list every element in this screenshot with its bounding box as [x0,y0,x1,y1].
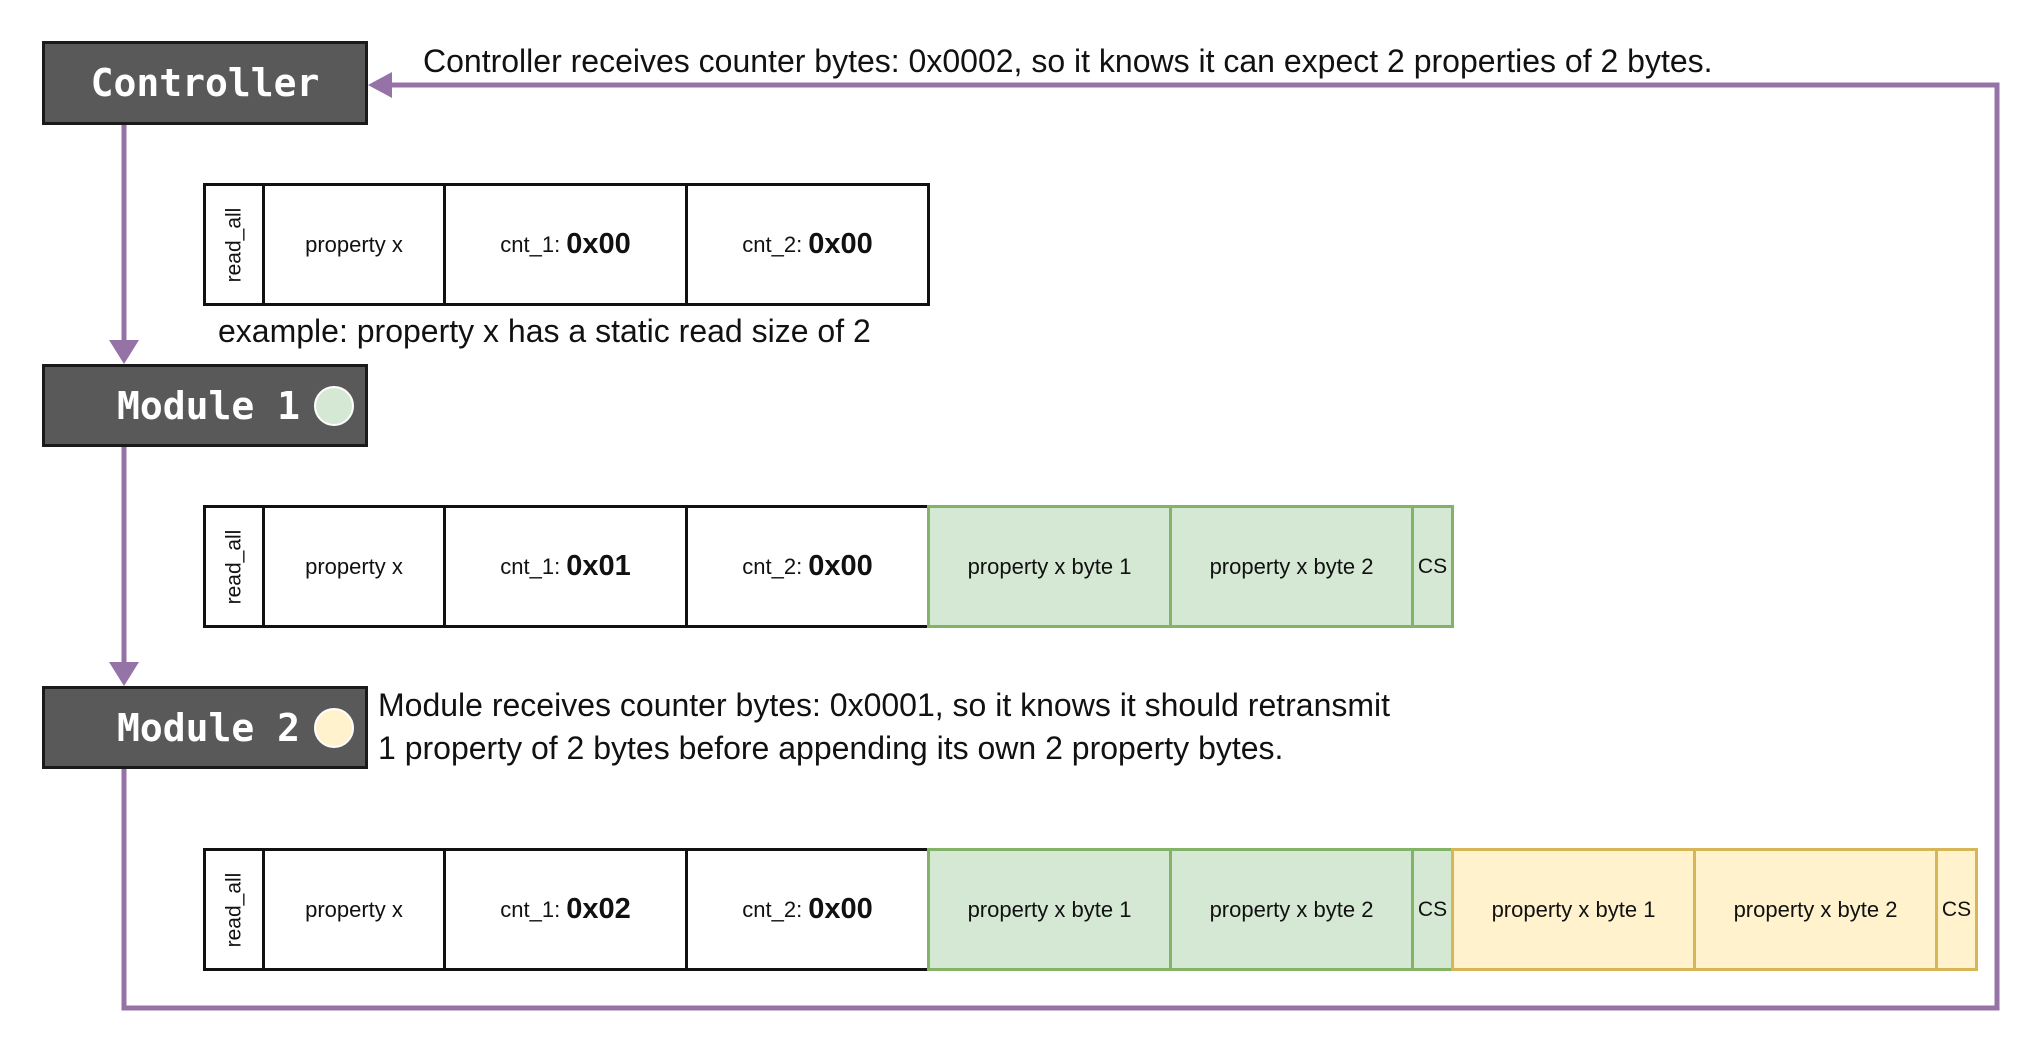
example-note: example: property x has a static read si… [218,313,871,349]
read-all-cell: read_all [203,183,265,306]
cnt2-value: 0x00 [808,228,873,260]
cnt2-cell: cnt_2: 0x00 [685,183,930,306]
cnt1-value: 0x02 [566,893,631,925]
cnt2-label: cnt_2: [742,553,803,579]
frame-module2-output: read_all property x cnt_1: 0x02 cnt_2: 0… [203,848,1978,971]
module2-label: Module 2 [117,705,301,750]
controller-note: Controller receives counter bytes: 0x000… [423,43,1713,79]
cnt2-value: 0x00 [808,550,873,582]
module2-checksum-cell: CS [1935,848,1978,971]
cnt2-cell: cnt_2: 0x00 [685,848,930,971]
cnt1-cell: cnt_1: 0x01 [443,505,688,628]
cnt1-cell: cnt_1: 0x00 [443,183,688,306]
arrowhead-controller [368,72,392,98]
module2-byte-2-cell: property x byte 2 [1693,848,1938,971]
arrowhead-module2 [109,662,139,686]
property-cell: property x [262,183,446,306]
module1-checksum-cell: CS [1411,505,1454,628]
module2-note-line1: Module receives counter bytes: 0x0001, s… [378,687,1391,723]
read-all-cell: read_all [203,848,265,971]
cnt1-cell: cnt_1: 0x02 [443,848,688,971]
frame-module1-output: read_all property x cnt_1: 0x01 cnt_2: 0… [203,505,1454,628]
module1-label: Module 1 [117,383,301,428]
cnt1-label: cnt_1: [500,896,561,922]
yellow-status-dot-icon [314,707,355,748]
property-cell: property x [262,848,446,971]
cnt2-value: 0x00 [808,893,873,925]
read-all-cell: read_all [203,505,265,628]
arrowhead-module1 [109,340,139,364]
module2-byte-1-cell: property x byte 1 [1451,848,1696,971]
module1-byte-2-cell: property x byte 2 [1169,505,1414,628]
module2-node: Module 2 [42,686,368,769]
green-status-dot-icon [314,385,355,426]
module1-node: Module 1 [42,364,368,447]
cnt1-label: cnt_1: [500,553,561,579]
controller-node: Controller [42,41,368,125]
cnt2-label: cnt_2: [742,896,803,922]
module1-byte-2-cell: property x byte 2 [1169,848,1414,971]
arrow-module2-to-controller [121,82,2000,1011]
cnt1-value: 0x00 [566,228,631,260]
cnt2-label: cnt_2: [742,231,803,257]
cnt1-value: 0x01 [566,550,631,582]
controller-label: Controller [90,61,320,105]
module1-checksum-cell: CS [1411,848,1454,971]
module1-byte-1-cell: property x byte 1 [927,505,1172,628]
module1-byte-1-cell: property x byte 1 [927,848,1172,971]
frame-controller-request: read_all property x cnt_1: 0x00 cnt_2: 0… [203,183,930,306]
cnt1-label: cnt_1: [500,231,561,257]
property-cell: property x [262,505,446,628]
cnt2-cell: cnt_2: 0x00 [685,505,930,628]
module2-note-line2: 1 property of 2 bytes before appending i… [378,730,1284,766]
